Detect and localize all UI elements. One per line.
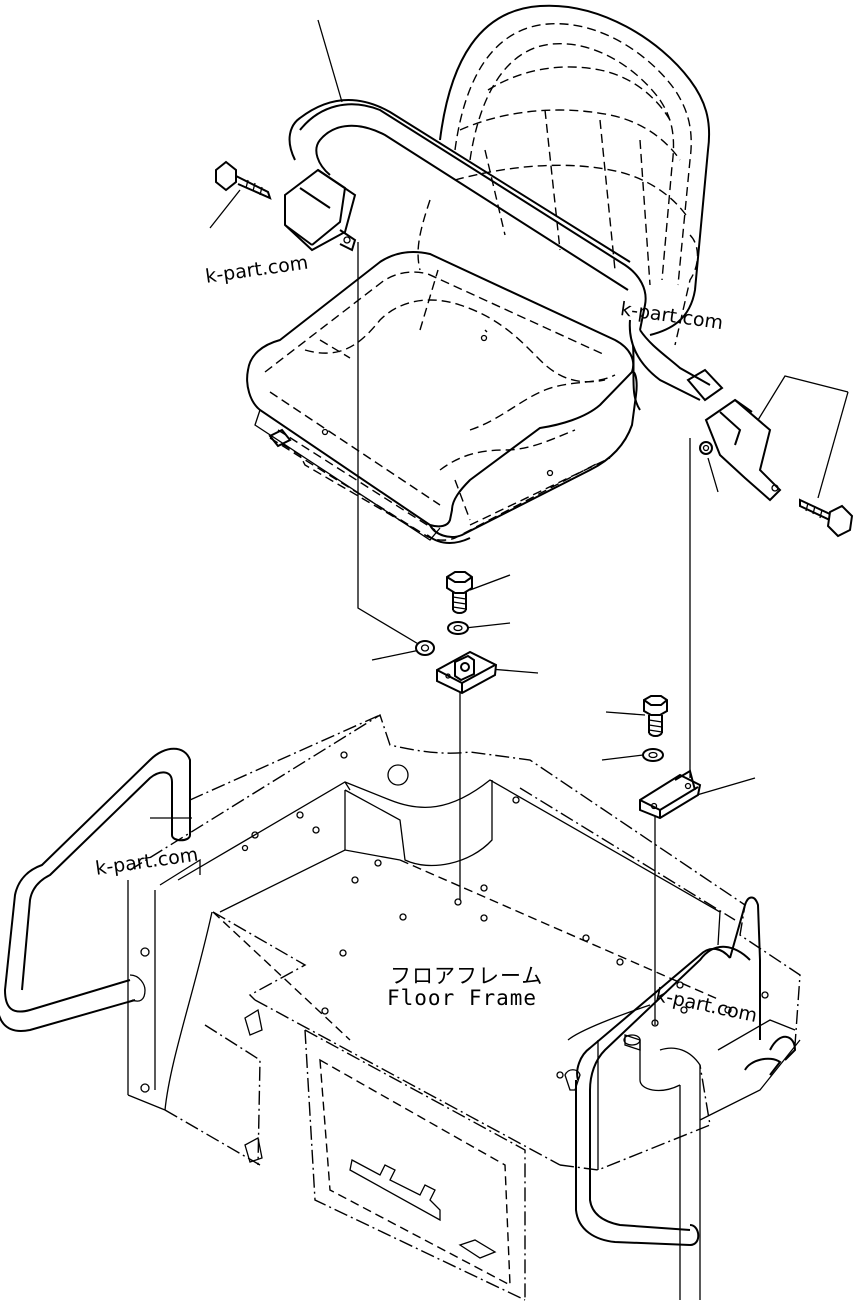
handrail-left — [0, 747, 192, 1032]
bolt-right-upper — [799, 498, 854, 538]
bolt-center — [446, 571, 473, 614]
seat-base-rails — [268, 428, 601, 544]
floor-frame — [127, 713, 801, 1301]
floor-frame-label-jp: フロアフレーム — [390, 964, 544, 988]
belt-buckle — [686, 368, 782, 502]
seat-cushion — [246, 251, 638, 541]
washer-left — [415, 640, 435, 656]
mounting-bracket-center — [436, 650, 498, 695]
seat-belt-strap — [288, 98, 711, 411]
handrail-right — [575, 896, 797, 1246]
bolt-left-upper — [215, 160, 272, 200]
mounting-center-lines — [357, 242, 691, 1025]
leader-lines — [209, 19, 849, 798]
washer-right — [642, 748, 664, 762]
bolt-right — [643, 695, 668, 737]
belt-retractor — [284, 168, 357, 252]
nut-right — [699, 441, 713, 455]
seat-backrest — [417, 4, 711, 346]
washer-center — [447, 621, 469, 635]
mounting-bracket-right — [639, 769, 702, 820]
floor-frame-label-en: Floor Frame — [387, 986, 538, 1010]
